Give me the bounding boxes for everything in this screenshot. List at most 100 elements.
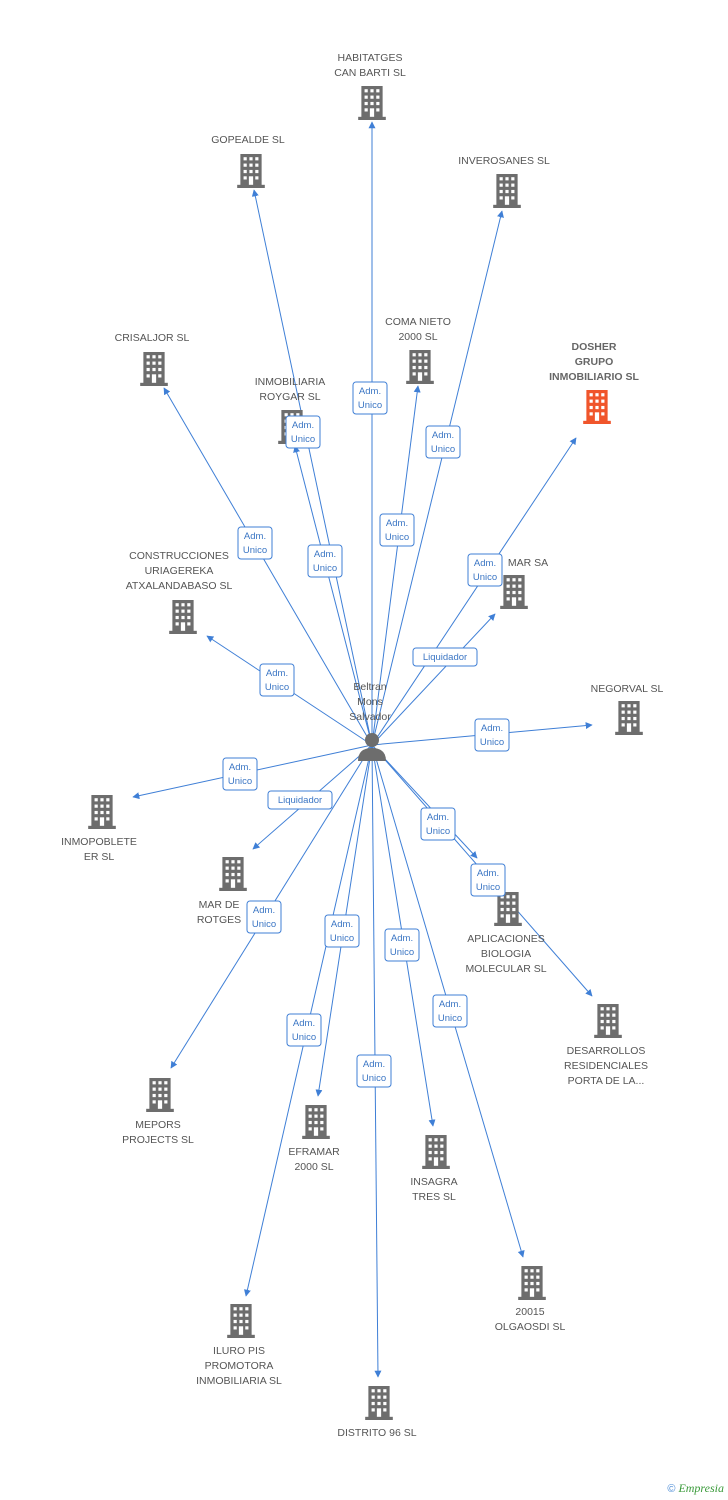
edge-label-roygar[interactable]: Adm.Unico — [307, 544, 343, 578]
building-icon[interactable] — [237, 154, 265, 188]
company-node-distrito[interactable]: DISTRITO 96 SL — [337, 1386, 417, 1439]
company-name[interactable]: DISTRITO 96 SL — [337, 1427, 416, 1439]
company-name[interactable]: MOLECULAR SL — [465, 963, 546, 975]
company-name[interactable]: APLICACIONES — [467, 933, 545, 945]
company-name[interactable]: ROTGES — [197, 914, 241, 926]
building-icon[interactable] — [422, 1135, 450, 1169]
company-name[interactable]: INMOBILIARIA SL — [196, 1375, 282, 1387]
edge-label-construcciones[interactable]: Adm.Unico — [259, 663, 295, 697]
company-name[interactable]: ATXALANDABASO SL — [126, 580, 233, 592]
person-name[interactable]: Beltran — [353, 681, 386, 693]
building-icon[interactable] — [493, 174, 521, 208]
company-name[interactable]: HABITATGES — [338, 52, 403, 64]
company-name[interactable]: DOSHER — [572, 341, 617, 353]
edge-label-gopealde[interactable]: Adm.Unico — [285, 415, 321, 449]
company-name[interactable]: TRES SL — [412, 1191, 456, 1203]
building-icon[interactable] — [169, 600, 197, 634]
company-name[interactable]: EFRAMAR — [288, 1146, 340, 1158]
company-name[interactable]: OLGAOSDI SL — [495, 1321, 566, 1333]
company-node-desarrollos[interactable]: DESARROLLOS RESIDENCIALES PORTA DE LA... — [564, 1004, 648, 1087]
company-name[interactable]: COMA NIETO — [385, 316, 451, 328]
edge-label-mar-sa[interactable]: Liquidador — [412, 647, 478, 667]
company-name[interactable]: INSAGRA — [410, 1176, 457, 1188]
building-icon[interactable] — [406, 350, 434, 384]
edge-label-aplicaciones[interactable]: Adm.Unico — [420, 807, 456, 841]
company-node-mar-sa[interactable]: MAR SA — [500, 557, 548, 609]
company-name[interactable]: ILURO PIS — [213, 1345, 265, 1357]
building-icon[interactable] — [227, 1304, 255, 1338]
building-icon[interactable] — [500, 575, 528, 609]
company-node-mepors[interactable]: MEPORS PROJECTS SL — [122, 1078, 194, 1146]
company-node-insagra[interactable]: INSAGRA TRES SL — [410, 1135, 458, 1203]
edge-label-crisaljor[interactable]: Adm.Unico — [237, 526, 273, 560]
company-name[interactable]: CRISALJOR SL — [115, 332, 190, 344]
company-name[interactable]: MAR SA — [508, 557, 548, 569]
company-node-inverosanes[interactable]: INVEROSANES SL — [458, 155, 550, 208]
company-node-negorval[interactable]: NEGORVAL SL — [591, 683, 664, 735]
edge-label-eframar[interactable]: Adm.Unico — [324, 914, 360, 948]
company-name[interactable]: BIOLOGIA — [481, 948, 531, 960]
company-node-mar-de-rotges[interactable]: MAR DE ROTGES — [197, 857, 247, 926]
company-name[interactable]: INVEROSANES SL — [458, 155, 550, 167]
company-node-iluro[interactable]: ILURO PIS PROMOTORA INMOBILIARIA SL — [196, 1304, 282, 1387]
company-name[interactable]: 2000 SL — [294, 1161, 333, 1173]
company-node-inmopoblete[interactable]: INMOPOBLETE ER SL — [61, 795, 137, 863]
edge-label-coma-nieto[interactable]: Adm.Unico — [379, 513, 415, 547]
company-name[interactable]: DESARROLLOS — [567, 1045, 646, 1057]
building-icon[interactable] — [518, 1266, 546, 1300]
edge-label-insagra[interactable]: Adm.Unico — [384, 928, 420, 962]
edge-label-dosher[interactable]: Adm.Unico — [467, 553, 503, 587]
company-name[interactable]: URIAGEREKA — [145, 565, 214, 577]
company-name[interactable]: 2000 SL — [398, 331, 437, 343]
company-node-construcciones[interactable]: CONSTRUCCIONES URIAGEREKA ATXALANDABASO SL — [126, 550, 233, 634]
company-node-eframar[interactable]: EFRAMAR 2000 SL — [288, 1105, 340, 1173]
edge-label-mar-de-rotges[interactable]: Liquidador — [267, 790, 333, 810]
company-name[interactable]: PROJECTS SL — [122, 1134, 194, 1146]
person-name[interactable]: Mons — [357, 696, 383, 708]
company-node-crisaljor[interactable]: CRISALJOR SL — [115, 332, 190, 386]
company-name[interactable]: PORTA DE LA... — [568, 1075, 645, 1087]
person-name[interactable]: Salvador — [349, 711, 391, 723]
edge-label-iluro[interactable]: Adm.Unico — [286, 1013, 322, 1047]
building-icon[interactable] — [615, 701, 643, 735]
company-node-aplicaciones[interactable]: APLICACIONES BIOLOGIA MOLECULAR SL — [465, 892, 547, 975]
company-node-habitatges[interactable]: HABITATGES CAN BARTI SL — [334, 52, 406, 120]
company-node-gopealde[interactable]: GOPEALDE SL — [211, 134, 285, 188]
brand-logo[interactable]: Empresia — [678, 1481, 724, 1495]
building-icon[interactable] — [494, 892, 522, 926]
company-name[interactable]: RESIDENCIALES — [564, 1060, 648, 1072]
company-name[interactable]: 20015 — [515, 1306, 544, 1318]
company-name[interactable]: INMOBILIARIA — [255, 376, 326, 388]
company-name[interactable]: CONSTRUCCIONES — [129, 550, 229, 562]
company-name[interactable]: ER SL — [84, 851, 115, 863]
edge-label-distrito[interactable]: Adm.Unico — [356, 1054, 392, 1088]
company-name[interactable]: GOPEALDE SL — [211, 134, 285, 146]
company-name[interactable]: MAR DE — [199, 899, 240, 911]
building-icon[interactable] — [583, 390, 611, 424]
edge-label-mepors[interactable]: Adm.Unico — [246, 900, 282, 934]
company-name[interactable]: GRUPO — [575, 356, 614, 368]
edge-label-inverosanes[interactable]: Adm.Unico — [425, 425, 461, 459]
building-icon[interactable] — [140, 352, 168, 386]
building-icon[interactable] — [88, 795, 116, 829]
edge-label-habitatges[interactable]: Adm.Unico — [352, 381, 388, 415]
building-icon[interactable] — [302, 1105, 330, 1139]
building-icon[interactable] — [594, 1004, 622, 1038]
building-icon[interactable] — [365, 1386, 393, 1420]
company-name[interactable]: CAN BARTI SL — [334, 67, 406, 79]
company-name[interactable]: MEPORS — [135, 1119, 181, 1131]
company-node-coma-nieto[interactable]: COMA NIETO 2000 SL — [385, 316, 451, 384]
person-icon[interactable] — [358, 733, 386, 761]
edge-label-desarrollos[interactable]: Adm.Unico — [470, 863, 506, 897]
company-name[interactable]: INMOPOBLETE — [61, 836, 137, 848]
building-icon[interactable] — [146, 1078, 174, 1112]
building-icon[interactable] — [358, 86, 386, 120]
company-name[interactable]: NEGORVAL SL — [591, 683, 664, 695]
company-name[interactable]: PROMOTORA — [205, 1360, 274, 1372]
edge-label-olgaosdi[interactable]: Adm.Unico — [432, 994, 468, 1028]
building-icon[interactable] — [219, 857, 247, 891]
